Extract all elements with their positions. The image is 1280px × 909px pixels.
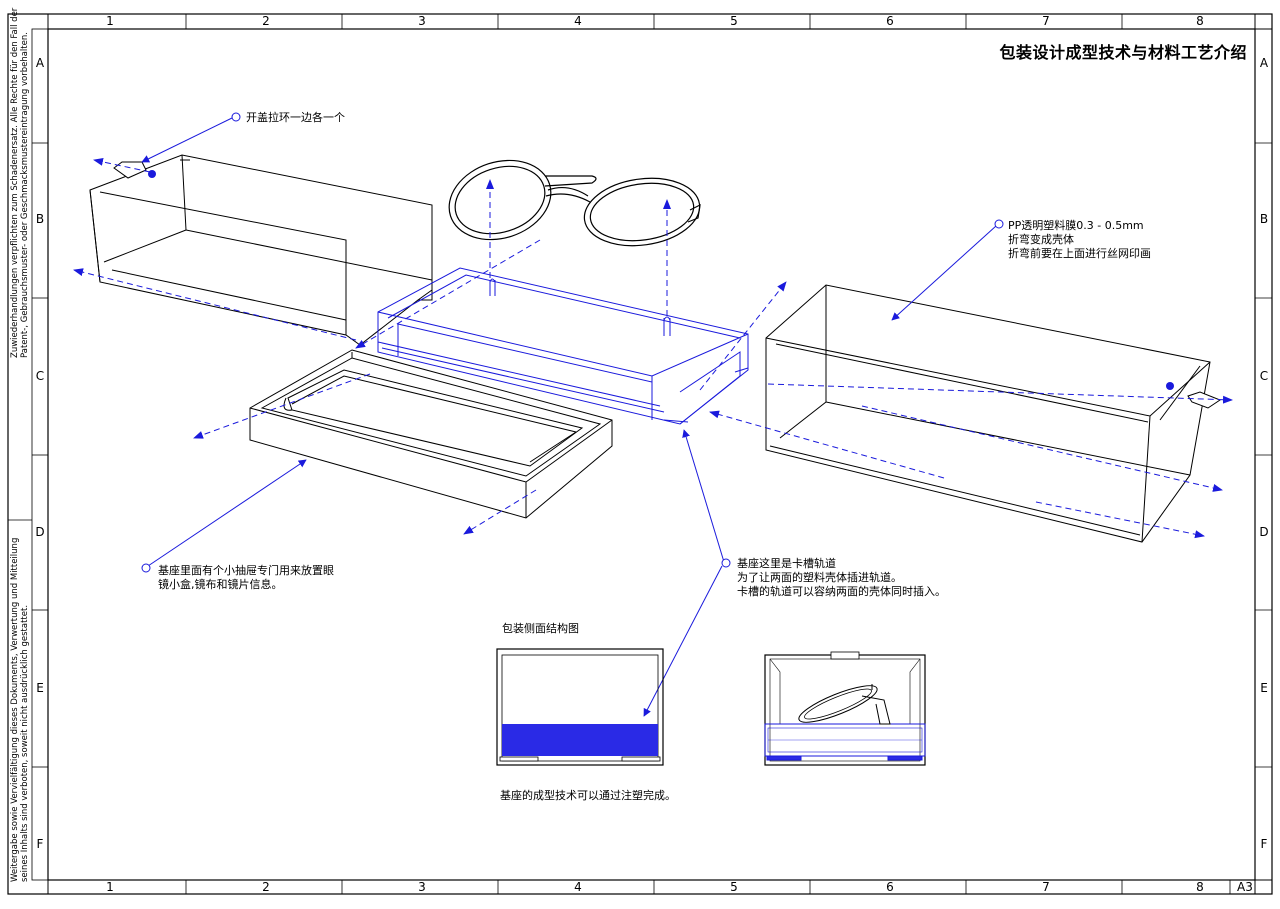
row-label-left-f: F <box>36 837 44 851</box>
col-label-bottom-4: 4 <box>574 880 582 894</box>
row-label-right-b: B <box>1259 212 1269 226</box>
left-shell <box>89 154 433 346</box>
annotation-molding: 基座的成型技术可以通过注塑完成。 <box>500 789 676 802</box>
middle-shell <box>377 267 749 425</box>
annotation-rail-line3: 卡槽的轨道可以容纳两面的壳体同时插入。 <box>737 585 946 598</box>
row-label-right-e: E <box>1260 681 1268 695</box>
col-label-top-5: 5 <box>730 14 738 28</box>
annotation-rail-line2: 为了让两面的塑料壳体插进轨道。 <box>737 571 902 584</box>
col-label-top-1: 1 <box>106 14 114 28</box>
row-dividers <box>8 142 1272 768</box>
col-label-bottom-5: 5 <box>730 880 738 894</box>
annotation-drawer-line1: 基座里面有个小抽屉专门用来放置眼 <box>158 564 334 577</box>
col-label-bottom-2: 2 <box>262 880 270 894</box>
col-label-top-3: 3 <box>418 14 426 28</box>
legal-text-bottom-line2: seines Inhalts sind verboten, soweit nic… <box>20 604 30 882</box>
side-view-left <box>496 648 664 766</box>
row-label-left-c: C <box>35 369 45 383</box>
legal-text-bottom-line1: Weitergabe sowie Vervielfältigung dieses… <box>10 537 20 882</box>
col-label-top-6: 6 <box>886 14 894 28</box>
side-view-right <box>764 651 926 766</box>
annotation-pull-ring: 开盖拉环一边各一个 <box>246 111 345 124</box>
col-label-top-8: 8 <box>1196 14 1204 28</box>
motion-lines <box>73 157 1233 539</box>
col-label-top-7: 7 <box>1042 14 1050 28</box>
base-tray <box>249 349 613 519</box>
row-label-left-d: D <box>35 525 45 539</box>
annotation-pp-film-line1: PP透明塑料膜0.3 - 0.5mm <box>1008 219 1144 232</box>
col-label-bottom-3: 3 <box>418 880 426 894</box>
col-label-top-4: 4 <box>574 14 582 28</box>
col-label-bottom-6: 6 <box>886 880 894 894</box>
row-label-right-d: D <box>1259 525 1269 539</box>
right-shell <box>765 284 1222 543</box>
legal-text-top-line1: Zuwiederhandlungen verpflichten zum Scha… <box>10 7 20 358</box>
side-view-title: 包装侧面结构图 <box>502 622 579 635</box>
annotation-pp-film-line3: 折弯前要在上面进行丝网印画 <box>1008 247 1151 260</box>
row-label-left-b: B <box>35 212 45 226</box>
row-label-left-a: A <box>35 56 45 70</box>
col-label-top-2: 2 <box>262 14 270 28</box>
frame <box>7 13 1273 895</box>
col-label-bottom-8: 8 <box>1196 880 1204 894</box>
motion-dots <box>148 170 1174 390</box>
row-label-right-f: F <box>1260 837 1268 851</box>
row-label-right-a: A <box>1259 56 1269 70</box>
sheet-format: A3 <box>1237 880 1253 894</box>
annotation-drawer-line2: 镜小盒,镜布和镜片信息。 <box>158 578 283 591</box>
annotation-pp-film-line2: 折弯变成壳体 <box>1008 233 1074 246</box>
col-label-bottom-1: 1 <box>106 880 114 894</box>
row-label-left-e: E <box>36 681 44 695</box>
legal-text-top-line2: Patent-, Gebrauchsmuster- oder Geschmack… <box>20 32 30 358</box>
callout-leaders <box>141 112 1004 717</box>
glasses <box>448 159 701 247</box>
row-label-right-c: C <box>1259 369 1269 383</box>
col-label-bottom-7: 7 <box>1042 880 1050 894</box>
annotation-rail-line1: 基座这里是卡槽轨道 <box>737 557 836 570</box>
page-title: 包装设计成型技术与材料工艺介绍 <box>999 43 1247 62</box>
column-dividers <box>185 14 1231 894</box>
